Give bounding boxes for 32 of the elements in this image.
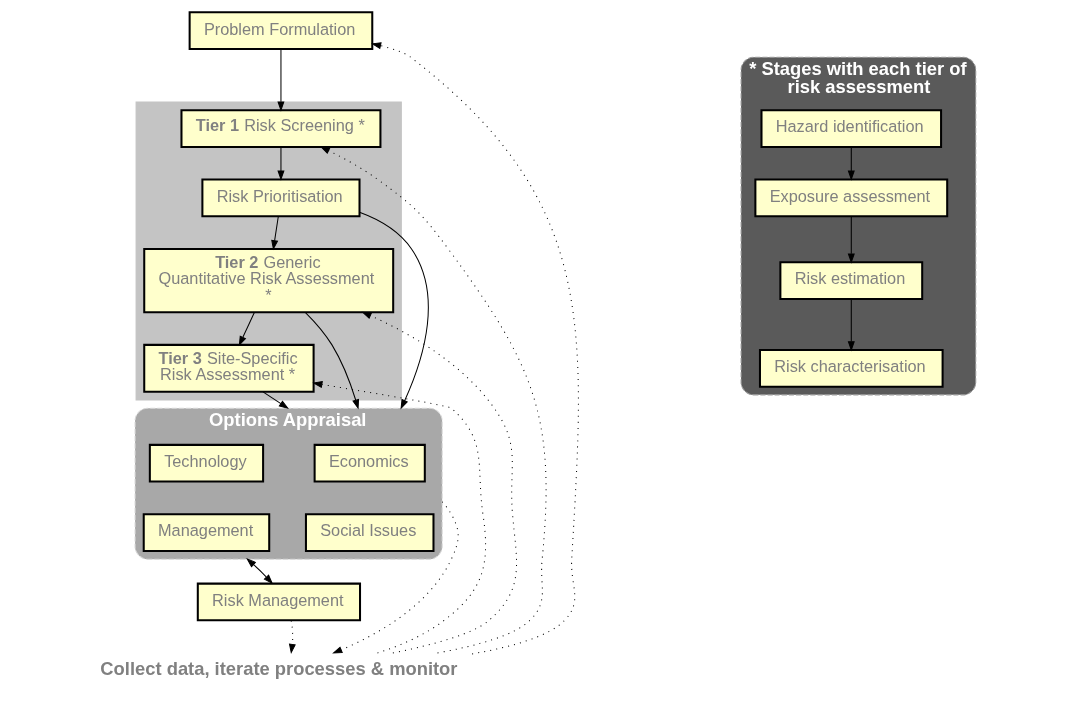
arrow — [271, 215, 279, 251]
arrow — [312, 381, 487, 654]
node-box: Economics — [313, 443, 426, 483]
arrow — [847, 298, 855, 352]
arrow — [847, 146, 855, 181]
node-box: Tier 3 Site-Specific Risk Assessment * — [143, 343, 315, 393]
node-box: Risk Prioritisation — [201, 178, 361, 218]
node-box: Hazard identification — [760, 109, 943, 148]
arrow — [246, 558, 274, 585]
arrow — [238, 312, 255, 347]
node-text: Collect data, iterate processes & monitor — [100, 657, 458, 679]
arrow — [359, 211, 429, 410]
node-box: Risk characterisation — [758, 348, 944, 388]
node-box: Exposure assessment — [754, 178, 949, 218]
node-box: Problem Formulation — [188, 11, 374, 50]
node-box: Risk Management — [196, 582, 362, 622]
node-box: Social Issues — [304, 513, 435, 552]
node-box: Tier 2 Generic Quantitative Risk Assessment * — [143, 247, 395, 314]
arrow — [288, 620, 296, 655]
arrow — [277, 48, 285, 112]
node-box: Tier 1 Risk Screening * — [180, 109, 382, 148]
arrow — [262, 391, 289, 409]
arrow — [319, 146, 547, 654]
arrow — [361, 311, 518, 654]
node-box: Management — [142, 513, 271, 552]
arrow — [304, 312, 360, 410]
arrow — [370, 42, 579, 655]
node-box: Technology — [148, 443, 265, 483]
arrow — [332, 501, 459, 654]
arrow — [847, 215, 855, 264]
arrow — [277, 146, 285, 181]
node-box: Risk estimation — [779, 261, 924, 300]
